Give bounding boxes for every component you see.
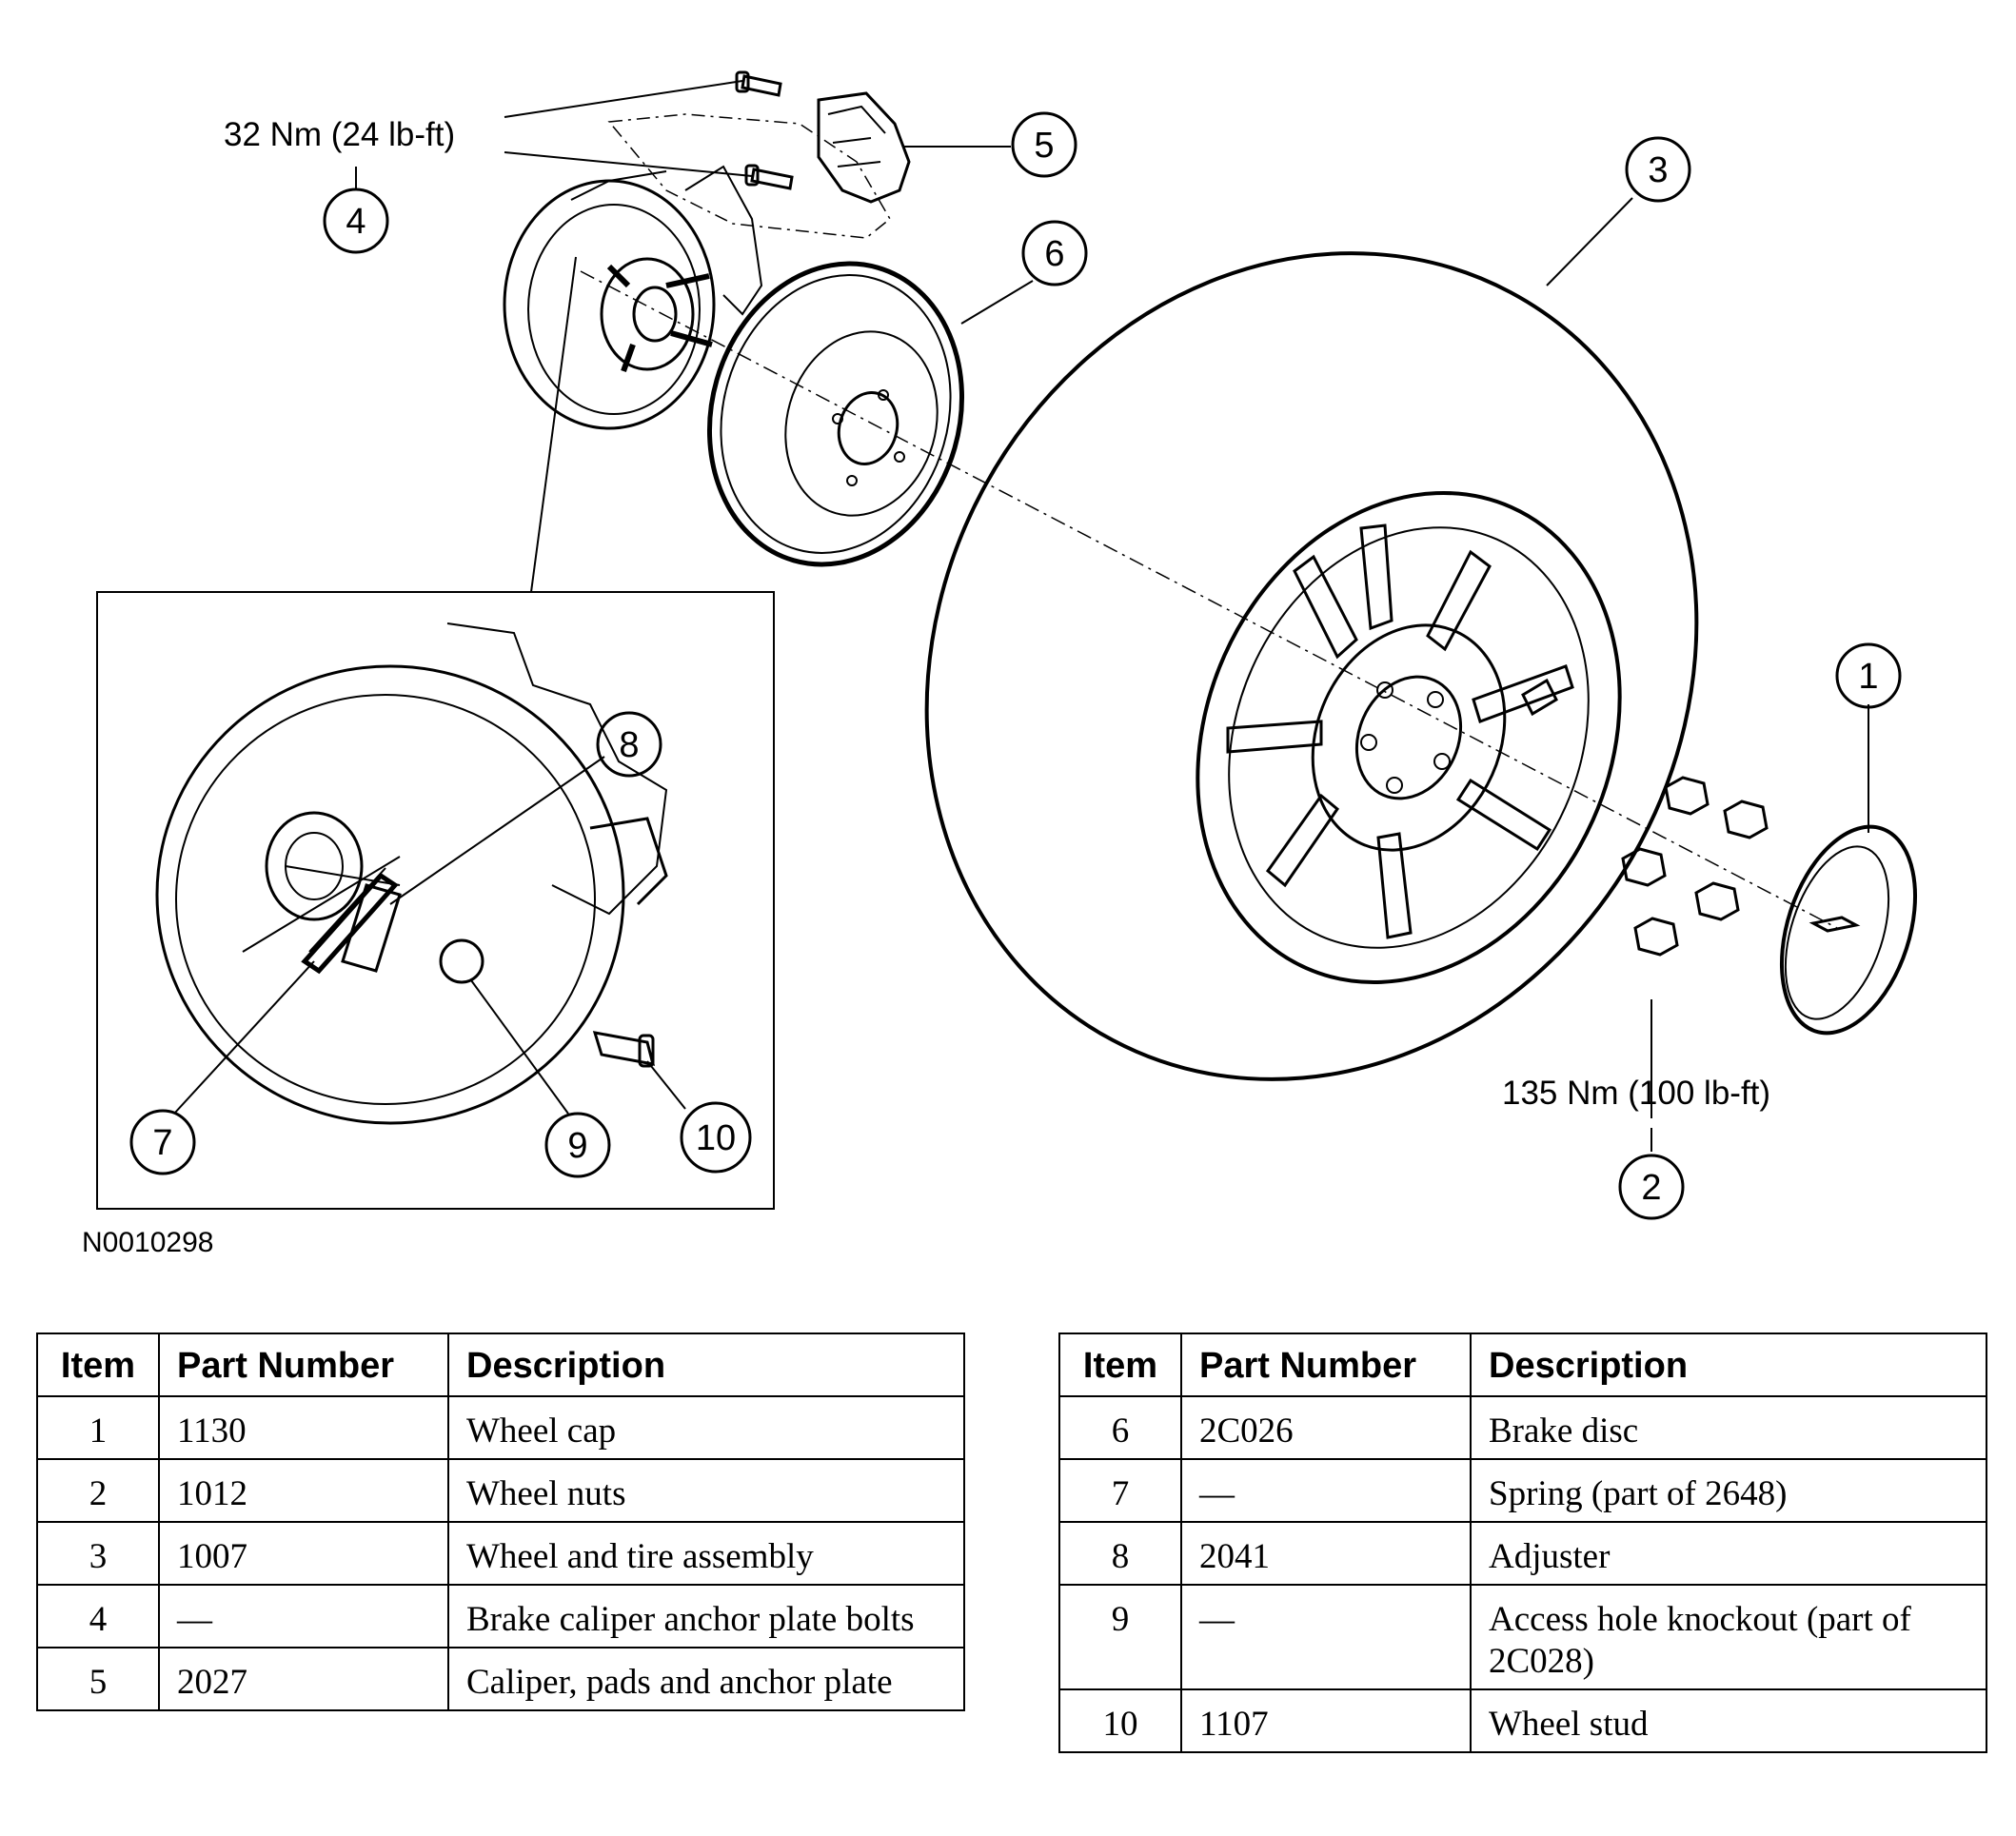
callout-9-label: 9 [567, 1126, 587, 1166]
header-part-number: Part Number [1180, 1333, 1472, 1397]
caliper-bolts [735, 70, 794, 190]
cell-item: 6 [1058, 1395, 1182, 1460]
leader-lines [173, 80, 1869, 1152]
table-row: 5 2027 Caliper, pads and anchor plate [36, 1647, 965, 1711]
callout-2 [1618, 1154, 1685, 1220]
table-row: 10 1107 Wheel stud [1058, 1688, 1987, 1753]
cell-description: Wheel stud [1470, 1688, 1987, 1753]
callout-2-label: 2 [1641, 1168, 1661, 1208]
torque-wheel-nuts: 135 Nm (100 lb-ft) [1502, 1075, 1770, 1112]
brake-caliper [607, 91, 911, 239]
header-item: Item [1058, 1333, 1182, 1397]
callout-6-label: 6 [1044, 234, 1064, 274]
header-description: Description [447, 1333, 965, 1397]
table-row: 2 1012 Wheel nuts [36, 1458, 965, 1523]
cell-description: Brake disc [1470, 1395, 1987, 1460]
table-row: 8 2041 Adjuster [1058, 1521, 1987, 1586]
callout-6 [1021, 220, 1088, 286]
callout-1 [1835, 642, 1902, 709]
cell-description: Wheel and tire assembly [447, 1521, 965, 1586]
table-header-row: Item Part Number Description [1058, 1333, 1987, 1397]
torque-caliper-bolts: 32 Nm (24 lb-ft) [224, 116, 455, 153]
table-row: 4 — Brake caliper anchor plate bolts [36, 1584, 965, 1648]
cell-part-number: — [1180, 1458, 1472, 1523]
callout-9 [544, 1112, 611, 1178]
callout-7 [129, 1109, 196, 1175]
callout-3-label: 3 [1648, 150, 1668, 190]
table-row: 7 — Spring (part of 2648) [1058, 1458, 1987, 1523]
cell-description: Access hole knockout (part of 2C028) [1470, 1584, 1987, 1690]
cell-description: Caliper, pads and anchor plate [447, 1647, 965, 1711]
cell-part-number: 1007 [158, 1521, 449, 1586]
table-row: 3 1007 Wheel and tire assembly [36, 1521, 965, 1586]
cell-item: 8 [1058, 1521, 1182, 1586]
cell-description: Adjuster [1470, 1521, 1987, 1586]
callout-5-label: 5 [1034, 126, 1054, 166]
hub-backing-plate [503, 165, 763, 430]
cell-part-number: — [1180, 1584, 1472, 1690]
callout-10 [680, 1101, 752, 1174]
callout-8 [596, 711, 662, 778]
table-row: 1 1130 Wheel cap [36, 1395, 965, 1460]
table-header-row: Item Part Number Description [36, 1333, 965, 1397]
wheel-cap [1779, 824, 1918, 1036]
cell-item: 3 [36, 1521, 160, 1586]
callout-8-label: 8 [619, 725, 639, 765]
parts-table-left: Item Part Number Description 1 1130 Whee… [36, 1333, 965, 1711]
cell-part-number: 2C026 [1180, 1395, 1472, 1460]
cell-part-number: 2041 [1180, 1521, 1472, 1586]
figure-id: N0010298 [82, 1227, 213, 1258]
cell-part-number: 2027 [158, 1647, 449, 1711]
cell-item: 4 [36, 1584, 160, 1648]
parts-table-right: Item Part Number Description 6 2C026 Bra… [1058, 1333, 1987, 1753]
callout-10-label: 10 [696, 1118, 736, 1158]
cell-item: 2 [36, 1458, 160, 1523]
cell-part-number: 1107 [1180, 1688, 1472, 1753]
table-row: 6 2C026 Brake disc [1058, 1395, 1987, 1460]
cell-item: 7 [1058, 1458, 1182, 1523]
brake-disc [706, 261, 965, 567]
cell-item: 1 [36, 1395, 160, 1460]
callout-7-label: 7 [152, 1123, 172, 1163]
cell-item: 5 [36, 1647, 160, 1711]
cell-part-number: — [158, 1584, 449, 1648]
callout-3 [1625, 136, 1691, 203]
header-item: Item [36, 1333, 160, 1397]
header-description: Description [1470, 1333, 1987, 1397]
cell-description: Wheel nuts [447, 1458, 965, 1523]
callout-4-label: 4 [346, 202, 366, 242]
cell-part-number: 1130 [158, 1395, 449, 1460]
cell-description: Brake caliper anchor plate bolts [447, 1584, 965, 1648]
callout-5 [1011, 111, 1077, 178]
wheel-nuts [1621, 776, 1769, 957]
wheel-tire-assembly [924, 251, 1699, 1081]
cell-part-number: 1012 [158, 1458, 449, 1523]
detail-inset [96, 591, 775, 1210]
cell-description: Wheel cap [447, 1395, 965, 1460]
cell-description: Spring (part of 2648) [1470, 1458, 1987, 1523]
callout-1-label: 1 [1858, 657, 1878, 697]
assembly-centerline [580, 270, 1838, 929]
callout-4 [323, 188, 389, 254]
cell-item: 10 [1058, 1688, 1182, 1753]
cell-item: 9 [1058, 1584, 1182, 1690]
callout-circles [129, 111, 1902, 1220]
table-row: 9 — Access hole knockout (part of 2C028) [1058, 1584, 1987, 1690]
header-part-number: Part Number [158, 1333, 449, 1397]
